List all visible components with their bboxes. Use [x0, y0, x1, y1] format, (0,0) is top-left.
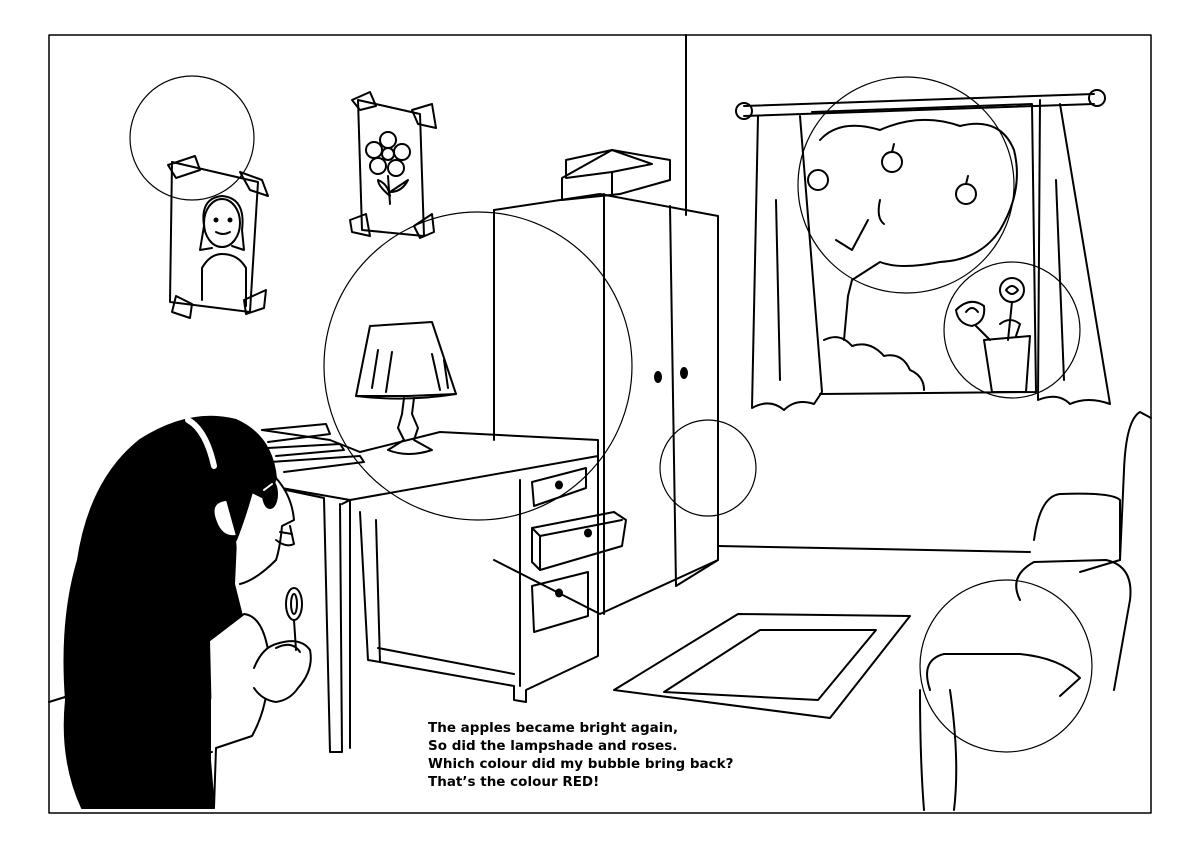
bubble-armchair [919, 579, 1093, 753]
bubble-lamp [323, 211, 633, 521]
rhyme-line: That’s the colour RED! [428, 774, 600, 790]
bubble-portrait [129, 75, 255, 201]
desk [261, 423, 627, 753]
rhyme-line: Which colour did my bubble bring back? [428, 756, 734, 772]
flower-picture [349, 91, 437, 239]
girl-hair [63, 415, 277, 809]
girl-character [63, 415, 312, 809]
window [735, 89, 1111, 411]
page-border [48, 34, 1152, 814]
rhyme-text: The apples became bright again, So did t… [428, 719, 733, 791]
rug [613, 613, 911, 719]
wardrobe [493, 149, 719, 615]
table-lamp [355, 321, 457, 455]
bubbles [129, 75, 1093, 753]
bubble-small [659, 419, 757, 517]
rhyme-line: The apples became bright again, [428, 720, 679, 736]
armchair [919, 411, 1152, 811]
rhyme-line: So did the lampshade and roses. [428, 738, 678, 754]
portrait-picture [167, 155, 269, 319]
bubble-roses [943, 261, 1081, 399]
bubble-apple-tree [797, 76, 1015, 294]
floor-line [717, 545, 1031, 553]
